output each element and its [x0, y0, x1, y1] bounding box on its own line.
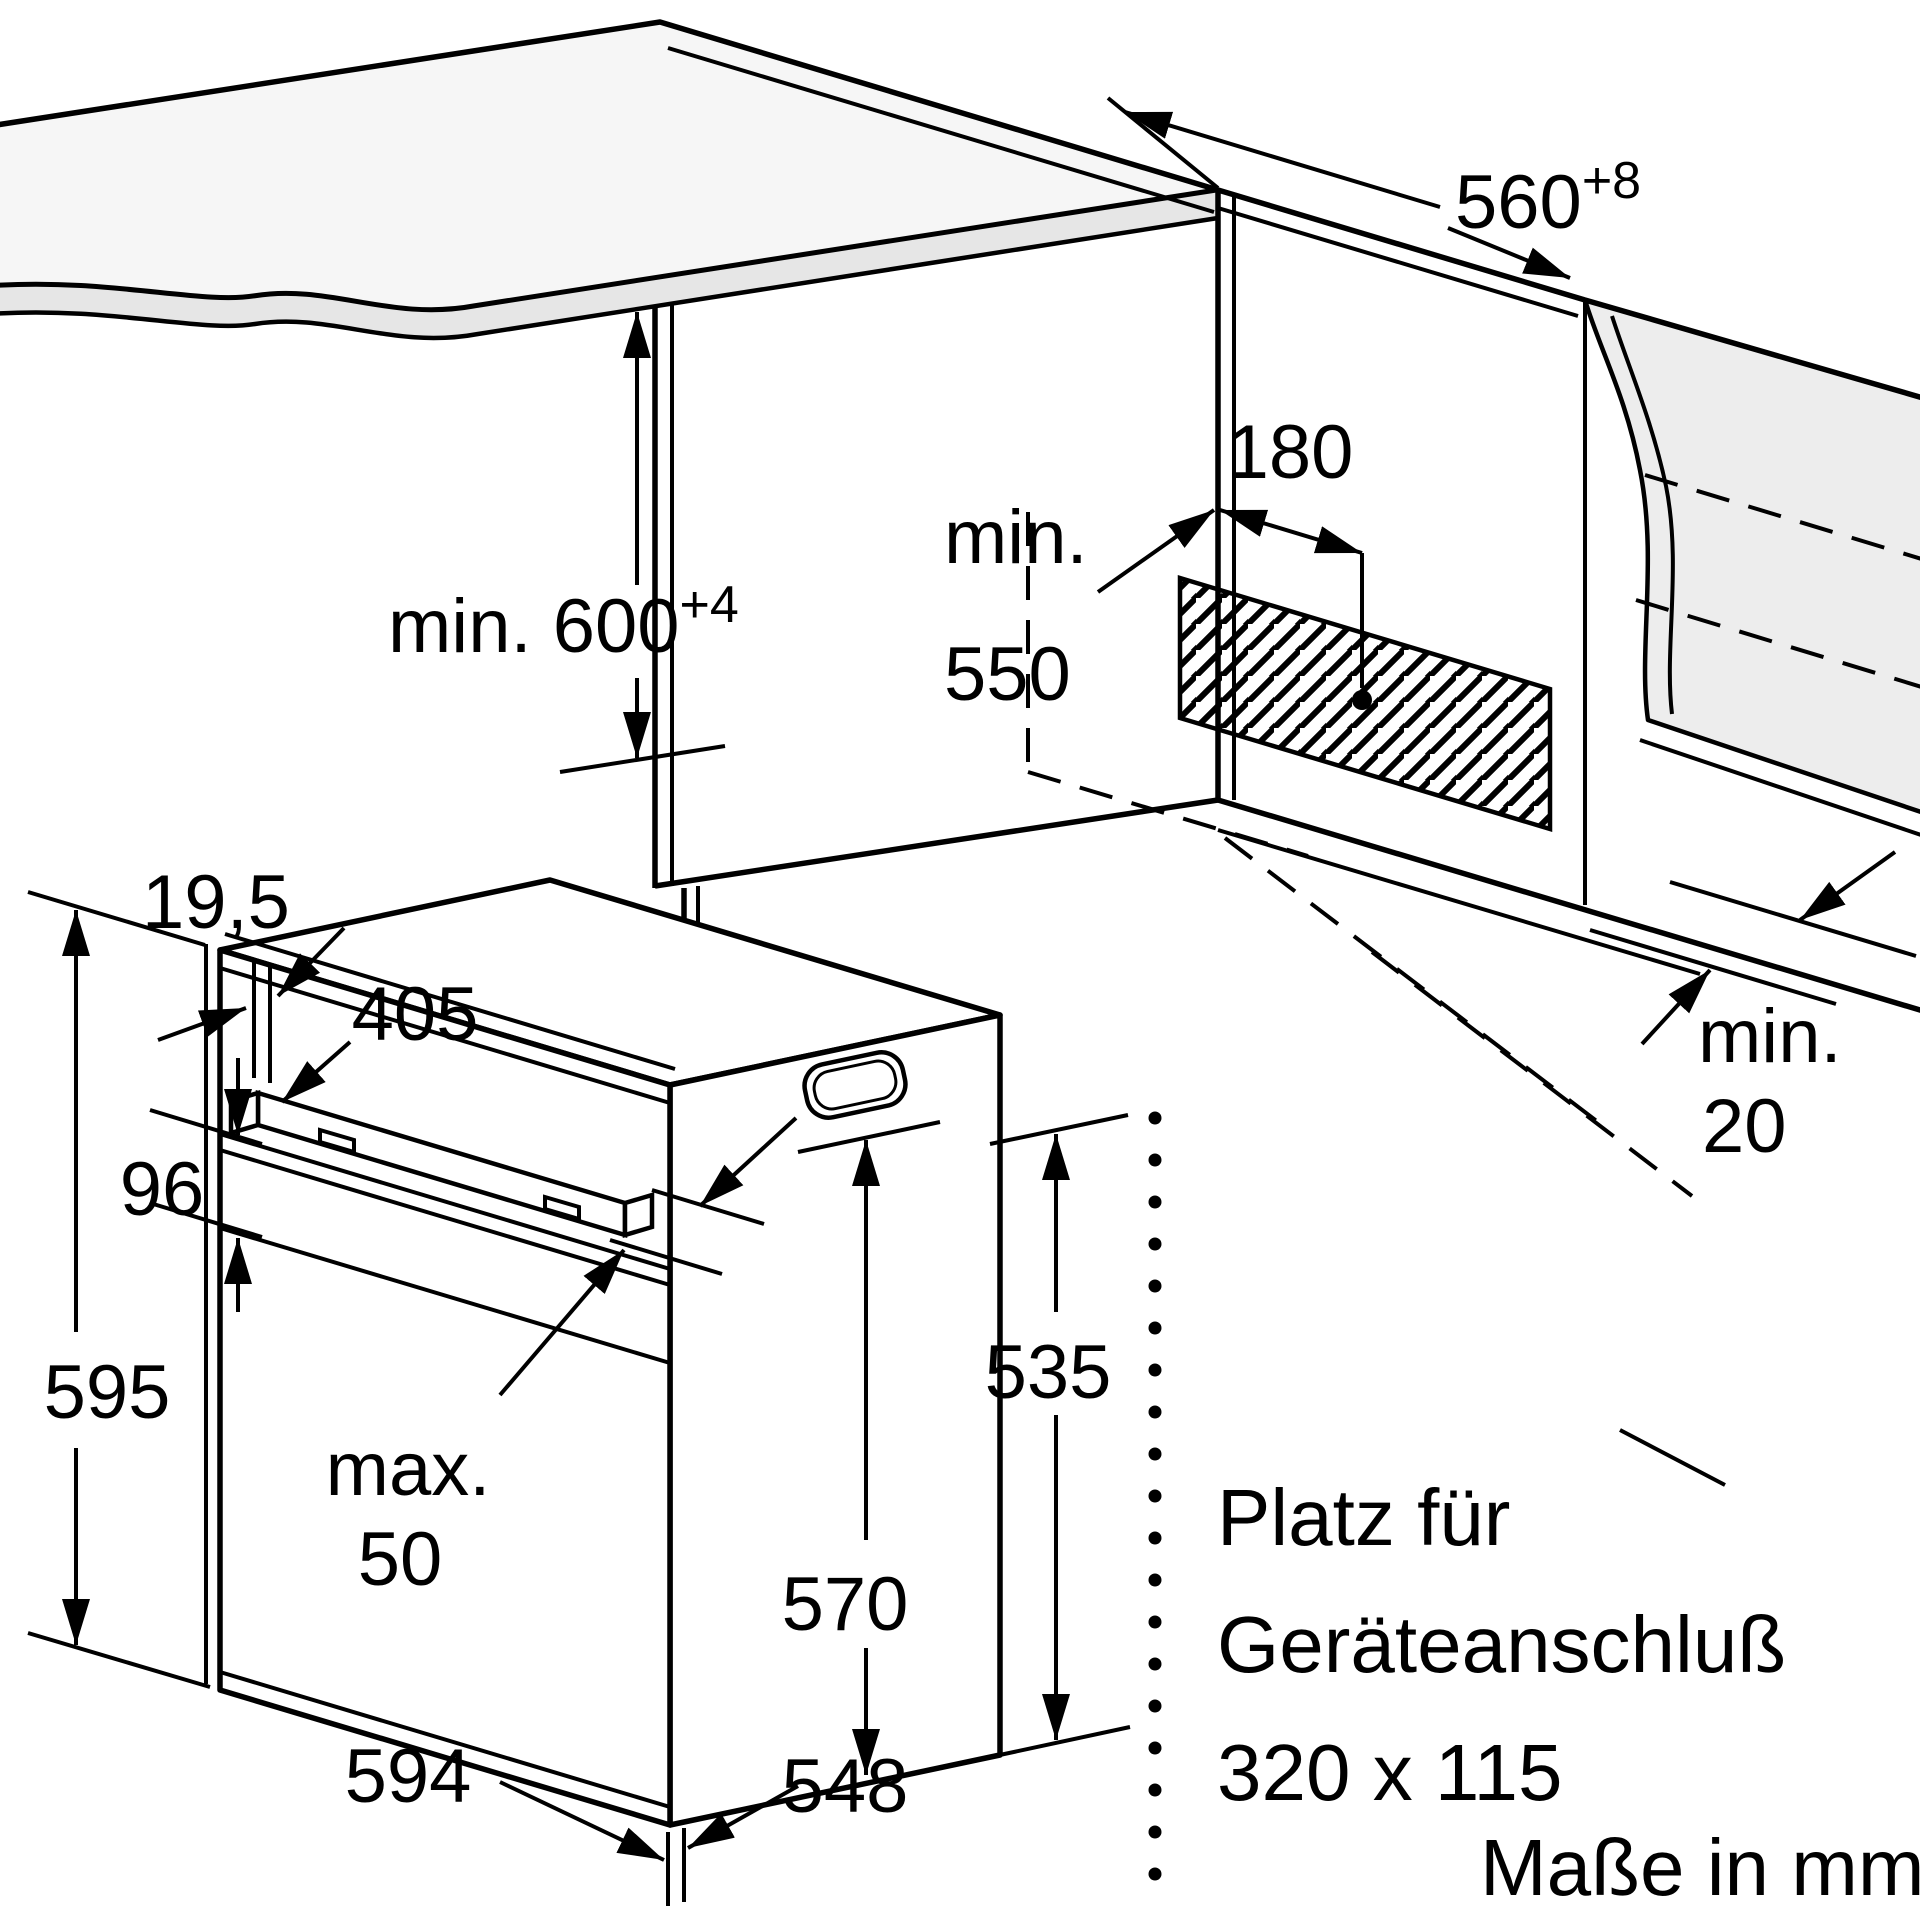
- niche-top-edge-inner: [1217, 206, 1579, 318]
- dim-arrow-195-left: [157, 1006, 247, 1042]
- ext-line-595-bottom: [27, 1631, 211, 1689]
- label-door-thickness: 19,5: [142, 860, 290, 945]
- countertop: [0, 19, 1221, 341]
- oven-door-bottom-inner: [219, 1670, 671, 1809]
- hidden-lower-edge-1: [1223, 836, 1600, 1124]
- label-niche-depth-min: min.: [944, 495, 1088, 580]
- label-body-height: 570: [782, 1562, 909, 1647]
- label-oven-width: 594: [345, 1734, 472, 1819]
- dim-line-180: [1219, 508, 1363, 555]
- label-handle-max: max.: [326, 1427, 491, 1512]
- gap-line-upper: [1669, 880, 1917, 958]
- ext-line-535-top: [989, 1113, 1129, 1146]
- label-560-base: 560: [1455, 160, 1582, 245]
- dim-arrow-20-lower: [1640, 968, 1712, 1046]
- label-niche-width: 560+8: [1455, 152, 1641, 245]
- label-rear-gap-value: 20: [1702, 1084, 1787, 1169]
- dim-rear-gap-20: min. 20: [1589, 850, 1917, 1169]
- dim-side-height-535: 535: [985, 1113, 1131, 1758]
- wall-torn-edge-inner: [1610, 315, 1675, 715]
- label-niche-height: min. 600+4: [388, 576, 739, 669]
- label-handle-value: 50: [358, 1517, 443, 1602]
- gap-line-lower: [1589, 928, 1837, 1006]
- countertop-top-face: [0, 19, 1221, 313]
- dim-line-560-left: [1124, 110, 1441, 209]
- oven: [204, 877, 1003, 1828]
- grip-outline: [802, 1050, 908, 1120]
- dim-arrow-548: [687, 1784, 799, 1850]
- note-units: Maße in mm: [1480, 1823, 1920, 1912]
- countertop-cut-edge-inner: [667, 46, 1215, 214]
- dim-niche-width-560: 560+8: [1106, 96, 1641, 280]
- hidden-lower-edge-2: [1370, 950, 1694, 1198]
- dim-top-depth-405: 405: [280, 972, 479, 1104]
- dim-body-depth-548: 548: [687, 1744, 909, 1850]
- label-rear-offset: 180: [1227, 410, 1354, 495]
- dim-arrow-20-upper: [1798, 850, 1897, 922]
- dim-arrow-50-upper: [698, 1116, 798, 1208]
- dim-handle-max-50: max. 50: [326, 1116, 798, 1602]
- oven-side-face: [667, 1012, 1003, 1828]
- dim-oven-height-595: 595: [27, 890, 211, 1689]
- dim-arrow-550: [1096, 508, 1216, 594]
- connection-point-dot: [1352, 690, 1372, 710]
- dim-niche-height-600: min. 600+4: [388, 312, 739, 774]
- ext-line-595-top: [27, 890, 206, 947]
- dim-rear-offset-180: 180: [1219, 410, 1363, 555]
- dim-oven-width-594: 594: [345, 1734, 686, 1906]
- dim-body-height-570: 570: [782, 1120, 941, 1775]
- wall-top-edge: [1584, 297, 1920, 400]
- handle-mount-left: [318, 1127, 356, 1155]
- ext-line-535-bottom: [994, 1725, 1131, 1758]
- label-rear-gap-min: min.: [1698, 994, 1842, 1079]
- wall-bottom-edge: [1639, 738, 1920, 837]
- dim-line-560-right: [1447, 226, 1571, 280]
- oven-panel-line-2: [219, 1226, 671, 1365]
- dim-arrow-594: [499, 1780, 665, 1862]
- niche-top-edge: [1217, 187, 1586, 303]
- label-600-base: min. 600: [388, 584, 680, 669]
- label-panel-height: 96: [120, 1147, 205, 1232]
- cabinet-niche: [652, 187, 1920, 1487]
- niche-floor-front-edge: [1217, 797, 1920, 1013]
- ref-line-50-handle: [651, 1188, 765, 1226]
- ext-line-570-top: [797, 1120, 941, 1154]
- label-oven-height: 595: [44, 1350, 171, 1435]
- label-body-depth: 548: [782, 1744, 909, 1829]
- countertop-front-edge: [0, 187, 1221, 341]
- note-connection-line-3: 320 x 115: [1217, 1728, 1562, 1817]
- wall-hidden-edge-1: [1644, 473, 1920, 561]
- ext-line-96-top: [149, 1108, 263, 1146]
- dim-arrow-405: [280, 1040, 352, 1104]
- hidden-floor-edge: [1027, 770, 1309, 858]
- handle-end-cap-left: [228, 1089, 261, 1137]
- ext-line-96-bottom: [149, 1201, 263, 1239]
- handle-end-cap-right: [622, 1191, 655, 1239]
- dim-arrow-50-lower: [498, 1248, 626, 1397]
- label-side-height: 535: [985, 1330, 1112, 1415]
- ref-line-50-door: [609, 1238, 723, 1276]
- note-connection-line-1: Platz für: [1217, 1473, 1510, 1562]
- label-560-sup: +8: [1582, 152, 1641, 210]
- cabinet-bottom-edge: [654, 797, 1219, 889]
- oven-side-grip: [802, 1050, 908, 1120]
- oven-panel-line-1: [219, 1132, 671, 1271]
- dim-door-thickness-19-5: 19,5: [142, 860, 346, 1042]
- note-connection-space: Platz für Geräteanschluß 320 x 115: [1217, 1473, 1786, 1817]
- dim-panel-height-96: 96: [120, 1058, 263, 1312]
- ext-line-600: [559, 744, 726, 774]
- dim-arrow-195-right: [276, 926, 346, 998]
- connection-space: [1177, 553, 1553, 833]
- dim-niche-depth-550: min. 550: [944, 495, 1216, 717]
- label-top-depth: 405: [352, 972, 479, 1057]
- handle-mount-right: [543, 1194, 581, 1222]
- grip-inner: [812, 1059, 898, 1111]
- label-600-sup: +4: [680, 576, 739, 634]
- label-niche-depth-value: 550: [944, 632, 1071, 717]
- leader-segment: [1619, 1428, 1726, 1487]
- note-connection-line-2: Geräteanschluß: [1217, 1600, 1786, 1689]
- wall-section: [1582, 297, 1920, 837]
